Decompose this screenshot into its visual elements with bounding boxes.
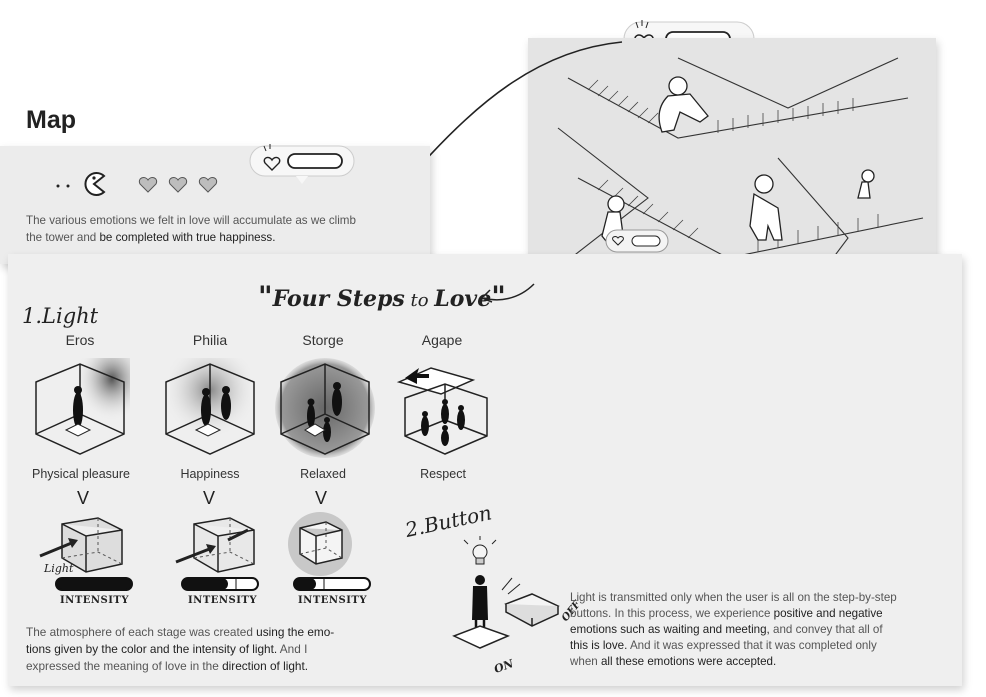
section-light-label: 1.Light: [22, 304, 98, 328]
stage-name-philia: Philia: [155, 332, 265, 348]
light-desc-2b: And I: [277, 642, 307, 656]
heart-icon: [199, 177, 216, 192]
light-desc-line1: The atmosphere of each stage was created…: [26, 624, 426, 641]
stage-emotion-agape: Respect: [378, 467, 508, 481]
four-steps-title: "Four Steps to Love": [258, 280, 506, 313]
room-philia: [160, 358, 260, 458]
light-desc-3a: expressed the meaning of love in the: [26, 659, 222, 673]
light-desc-line3: expressed the meaning of love in the dir…: [26, 658, 426, 675]
map-card: The various emotions we felt in love wil…: [0, 146, 430, 264]
button-desc-line1: Light is transmitted only when the user …: [570, 590, 965, 606]
page-title: Map: [26, 106, 76, 135]
button-desc-5a: when: [570, 655, 601, 668]
title-main: Four Steps: [273, 286, 405, 312]
button-desc-line3: emotions such as waiting and meeting, an…: [570, 622, 965, 638]
map-desc-line1: The various emotions we felt in love wil…: [26, 212, 422, 229]
cube-icon: [284, 510, 364, 580]
map-desc-bold: be completed with true happiness.: [99, 231, 275, 244]
map-description: The various emotions we felt in love wil…: [26, 212, 422, 246]
chevron-down-icon: V: [194, 488, 224, 509]
light-desc-2a: tions given by the color and the intensi…: [26, 642, 277, 656]
room-storge: [275, 358, 375, 458]
intensity-label-storge: INTENSITY: [298, 595, 367, 606]
button-desc-line4: this is love. And it was expressed that …: [570, 638, 965, 654]
heart-icon: [169, 177, 186, 192]
quote-open: ": [258, 280, 273, 313]
intensity-bar-storge: [290, 575, 380, 593]
light-label: Light: [44, 562, 73, 575]
chevron-down-icon: V: [306, 488, 336, 509]
bulb-icon: [464, 536, 496, 564]
map-reaction-bubble: [248, 138, 358, 191]
button-desc-2b: positive and negative: [774, 607, 883, 620]
room-eros: [30, 358, 130, 458]
button-description: Light is transmitted only when the user …: [570, 590, 965, 670]
stage-name-eros: Eros: [25, 332, 135, 348]
button-desc-line5: when all these emotions were accepted.: [570, 654, 965, 670]
light-description: The atmosphere of each stage was created…: [26, 624, 426, 675]
speech-bubble-icon: [248, 138, 358, 186]
light-desc-3b: direction of light.: [222, 659, 308, 673]
cube-icon: [172, 512, 272, 582]
arrow-icon: [478, 280, 538, 310]
room-agape: [395, 358, 495, 458]
button-desc-line2: buttons. In this process, we experience …: [570, 606, 965, 622]
title-to: to: [405, 290, 435, 311]
stage-emotion-storge: Relaxed: [258, 467, 388, 481]
inner-reaction-bubble: [606, 230, 668, 252]
button-desc-4b: And it was expressed that it was complet…: [627, 639, 876, 652]
light-desc-line2: tions given by the color and the intensi…: [26, 641, 426, 658]
map-desc-line2: the tower and be completed with true hap…: [26, 229, 422, 246]
light-desc-1b: using the emo-: [256, 625, 334, 639]
intensity-bar-eros: [52, 575, 142, 593]
stage-name-storge: Storge: [268, 332, 378, 348]
intensity-bar-philia: [178, 575, 268, 593]
button-illustration: [440, 540, 580, 670]
button-desc-3b: and convey that all of: [770, 623, 883, 636]
stage-emotion-eros: Physical pleasure: [16, 467, 146, 481]
light-desc-1a: The atmosphere of each stage was created: [26, 625, 256, 639]
button-desc-4a: this is love.: [570, 639, 627, 652]
button-desc-2a: buttons. In this process, we experience: [570, 607, 774, 620]
button-desc-5b: all these emotions were accepted.: [601, 655, 776, 668]
emotion-progress: [54, 158, 234, 198]
chevron-down-icon: V: [68, 488, 98, 509]
intensity-label-eros: INTENSITY: [60, 595, 129, 606]
button-desc-3a: emotions such as waiting and meeting,: [570, 623, 770, 636]
map-desc-plain: the tower and: [26, 231, 99, 244]
pacman-icon: [85, 173, 104, 195]
stage-emotion-philia: Happiness: [145, 467, 275, 481]
arrow-icon: [400, 40, 630, 180]
stage-name-agape: Agape: [387, 332, 497, 348]
intensity-label-philia: INTENSITY: [188, 595, 257, 606]
heart-icon: [139, 177, 156, 192]
